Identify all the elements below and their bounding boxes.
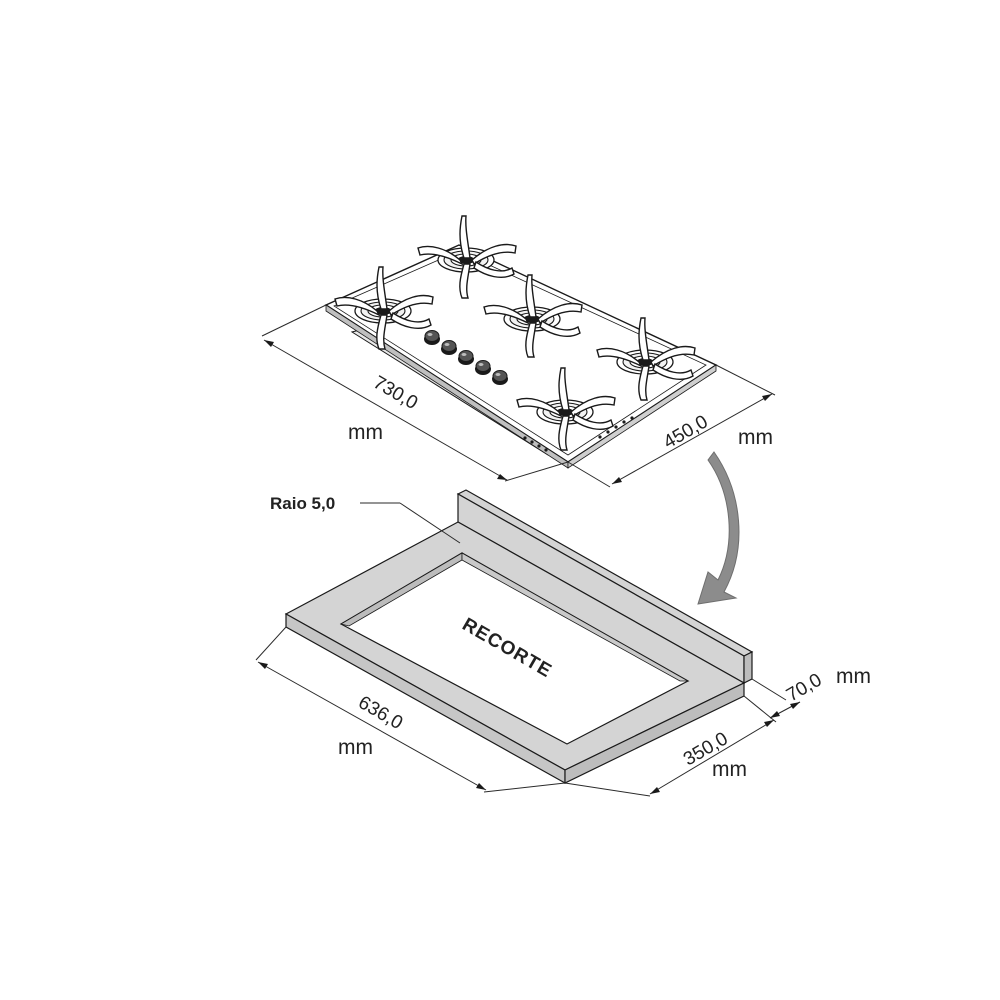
cooktop-right-edge bbox=[567, 364, 717, 469]
cooktop-illustration bbox=[324, 215, 718, 469]
backsplash-dimension bbox=[751, 678, 801, 719]
burner-3 bbox=[483, 274, 583, 358]
cutout-inner-wall-right bbox=[461, 552, 690, 682]
radius-leader bbox=[360, 502, 461, 544]
cutout-width-dimension bbox=[255, 626, 566, 793]
burner-4 bbox=[596, 317, 696, 401]
backsplash-unit: mm bbox=[836, 665, 871, 688]
burner-5 bbox=[516, 367, 616, 451]
control-knob-3 bbox=[458, 350, 474, 365]
cooktop-width-unit: mm bbox=[348, 421, 383, 444]
cooktop-depth-value: 450,0 bbox=[660, 411, 712, 453]
cutout-width-value: 636,0 bbox=[355, 692, 407, 734]
cutout-label: RECORTE bbox=[459, 614, 556, 682]
backsplash-value: 70,0 bbox=[783, 670, 826, 707]
installation-arrow-icon bbox=[697, 451, 740, 605]
countertop-illustration bbox=[284, 489, 754, 785]
cooktop-width-dimension bbox=[261, 304, 569, 482]
control-knob-5 bbox=[492, 370, 508, 385]
control-knob-4 bbox=[475, 360, 491, 375]
countertop-front-edge bbox=[285, 612, 566, 785]
backsplash-side bbox=[743, 651, 753, 684]
burner-1 bbox=[417, 215, 517, 299]
cooktop-width-value: 730,0 bbox=[370, 372, 422, 414]
cutout-width-unit: mm bbox=[338, 736, 373, 759]
radius-label: Raio 5,0 bbox=[270, 494, 335, 513]
front-indicator-dots bbox=[523, 416, 634, 452]
control-knob-2 bbox=[441, 340, 457, 355]
burner-2 bbox=[334, 266, 434, 350]
control-knob-1 bbox=[424, 330, 440, 345]
cooktop-depth-unit: mm bbox=[738, 426, 773, 449]
cooktop-glass-inner bbox=[333, 250, 707, 456]
cooktop-depth-dimension bbox=[567, 364, 776, 488]
cutout-depth-unit: mm bbox=[712, 758, 747, 781]
